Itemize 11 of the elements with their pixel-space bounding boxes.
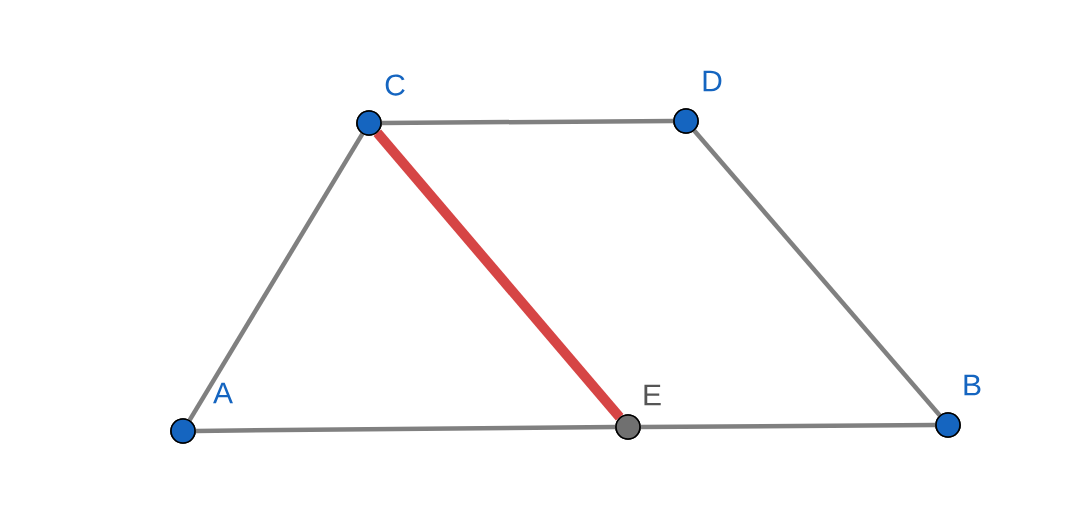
point-label: A: [213, 382, 233, 404]
point-label: D: [703, 70, 722, 92]
line-segment: [381, 118, 674, 126]
point-label: C: [385, 74, 405, 96]
line-segment: [640, 422, 936, 430]
line-segment: [373, 129, 624, 421]
line-segment: [195, 424, 616, 434]
point-label: E: [644, 384, 661, 406]
point-label: B: [964, 374, 981, 396]
line-segment: [692, 129, 942, 417]
line-segment: [187, 132, 365, 422]
